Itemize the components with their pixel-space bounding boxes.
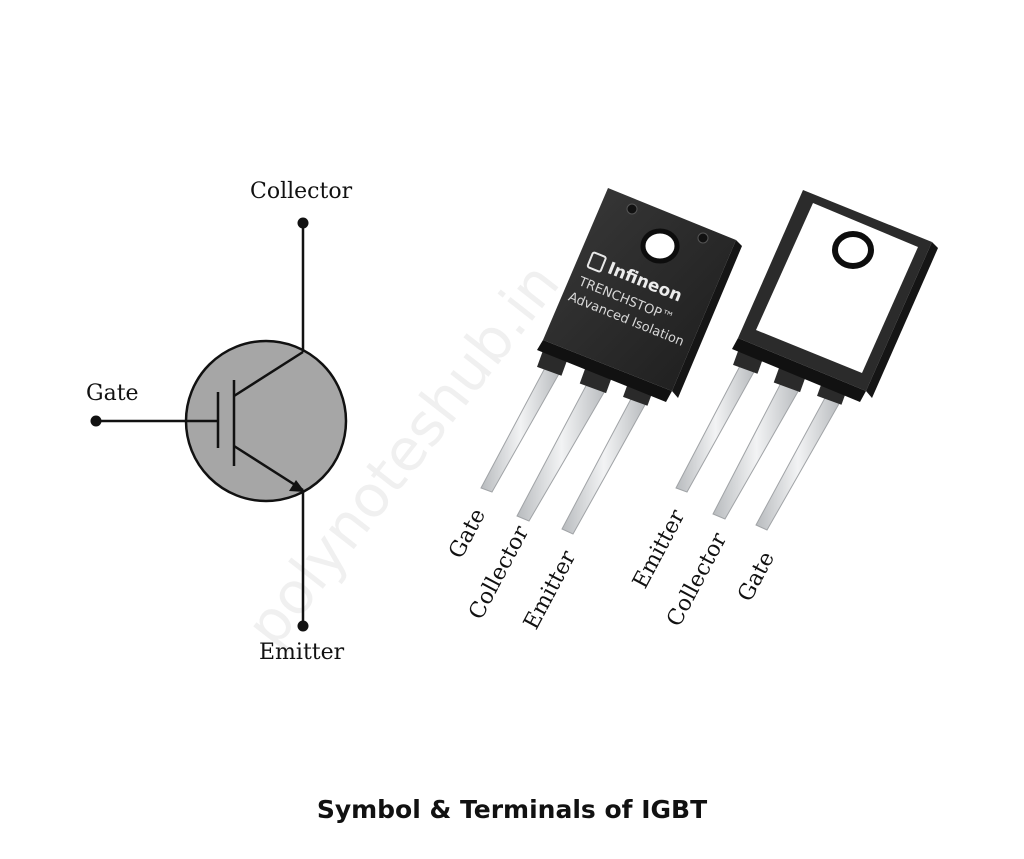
- emitter-diagonal: [233, 444, 304, 492]
- back-thermal-pad: [756, 203, 918, 373]
- emitter-arrow: [289, 480, 305, 492]
- package-front: Infineon TRENCHSTOP™ Advanced Isolation: [480, 188, 742, 535]
- front-body: [543, 188, 736, 391]
- collector-diagonal: [233, 350, 304, 398]
- emitter-label: Emitter: [259, 640, 345, 665]
- gate-label: Gate: [86, 381, 139, 406]
- collector-label: Collector: [250, 179, 353, 204]
- igbt-symbol: [90, 217, 348, 632]
- emitter-terminal: [297, 620, 309, 632]
- package-back: [675, 190, 938, 531]
- collector-terminal: [297, 217, 309, 229]
- gate-terminal: [90, 415, 102, 427]
- back-mount-hole: [832, 231, 874, 269]
- front-mount-hole: [640, 228, 680, 264]
- figure-caption: Symbol & Terminals of IGBT: [316, 795, 708, 824]
